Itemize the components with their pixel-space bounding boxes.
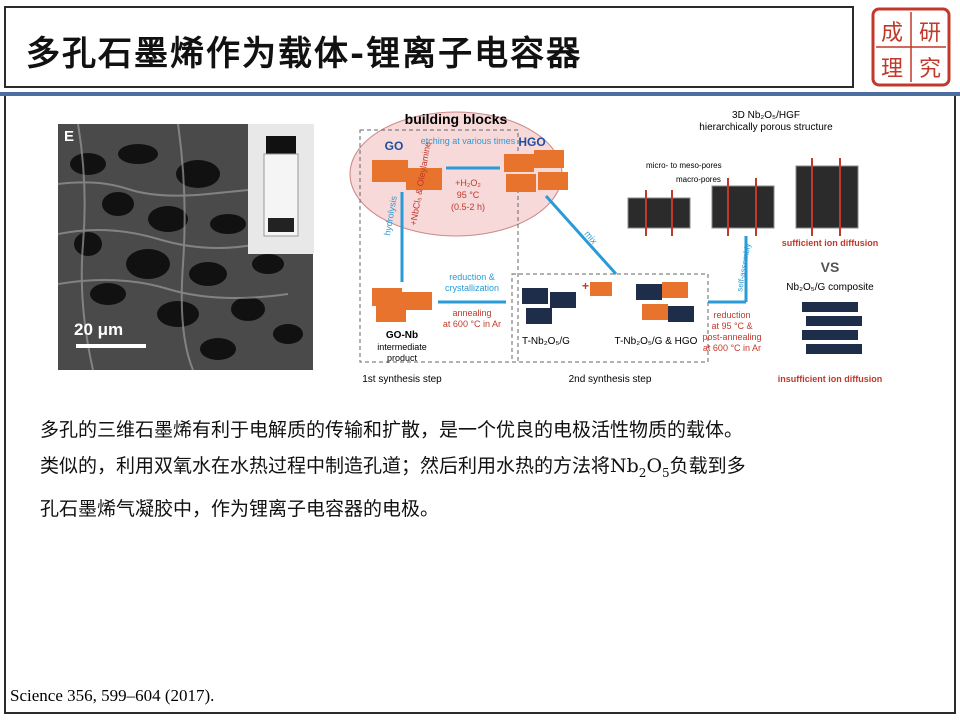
hgo-small xyxy=(590,282,612,296)
building-blocks-label: building blocks xyxy=(405,111,508,127)
composite-label: Nb₂O₅/G composite xyxy=(786,282,874,293)
composite-stack xyxy=(802,302,862,354)
go-sheet-1 xyxy=(372,160,408,182)
h2o2-label: +H₂O₂ xyxy=(455,178,481,188)
svg-text:理: 理 xyxy=(881,57,903,82)
body-line-1: 多孔的三维石墨烯有利于电解质的传输和扩散，是一个优良的电极活性物质的载体。 xyxy=(40,419,744,441)
svg-text:究: 究 xyxy=(919,57,941,82)
hgf-label: 3D Nb₂O₅/HGF xyxy=(732,110,800,121)
reduction-label: reduction & xyxy=(449,272,495,282)
mix-arrow xyxy=(544,194,618,276)
mixed-sheets xyxy=(636,282,694,322)
body-line-3: 孔石墨烯气凝胶中，作为锂离子电容器的电极。 xyxy=(40,497,440,520)
mix-label: mix xyxy=(582,229,599,247)
hgo-sheets xyxy=(504,150,568,192)
body-line-2: 类似的，利用双氧水在水热过程中制造孔道；然后利用水热的方法将Nb2O5负载到多 xyxy=(40,455,746,480)
annealing2-label: at 600 °C in Ar xyxy=(443,319,501,329)
title-bar: 多孔石墨烯作为载体-锂离子电容器 成 研 理 究 xyxy=(0,0,960,94)
citation: Science 356, 599–604 (2017). xyxy=(10,686,215,705)
go-nb-label: GO-Nb xyxy=(386,330,418,341)
vs-label: VS xyxy=(821,259,840,275)
ion-arrows xyxy=(645,158,841,236)
self-assembly-label: self-assembly xyxy=(735,243,752,293)
panel-label: E xyxy=(64,128,75,145)
scale-bar-label: 20 μm xyxy=(74,320,124,339)
title-underline xyxy=(0,92,960,96)
slide-title: 多孔石墨烯作为载体-锂离子电容器 xyxy=(26,34,583,74)
svg-text:研: 研 xyxy=(919,21,941,46)
insufficient-label: insufficient ion diffusion xyxy=(778,374,883,384)
step1-box xyxy=(359,129,519,363)
hgf-blocks xyxy=(627,165,859,229)
go-label: GO xyxy=(385,139,404,153)
annealing-label: annealing xyxy=(452,308,491,318)
vial-photo xyxy=(248,124,314,254)
t-nb-label: T-Nb₂O₅/G xyxy=(522,336,570,347)
time1-label: (0.5-2 h) xyxy=(451,202,485,212)
reduction2-label: reduction xyxy=(713,310,750,320)
product-label: product xyxy=(387,353,418,363)
hgo-label: HGO xyxy=(518,135,545,149)
go-sheet-2 xyxy=(406,168,442,190)
svg-text:+: + xyxy=(582,279,589,293)
seal-logo: 成 研 理 究 xyxy=(871,7,951,87)
t-nb-sheets xyxy=(522,288,576,324)
body-text: 多孔的三维石墨烯有利于电解质的传输和扩散，是一个优良的电极活性物质的载体。 类似… xyxy=(40,412,920,527)
step1-label: 1st synthesis step xyxy=(362,374,442,385)
sufficient-label: sufficient ion diffusion xyxy=(782,238,879,248)
post2-label: at 600 °C in Ar xyxy=(703,343,761,353)
t-nb-hgo-label: T-Nb₂O₅/G & HGO xyxy=(615,336,698,347)
svg-text:成: 成 xyxy=(881,21,903,46)
step2-box xyxy=(511,273,709,363)
micro-label: micro- to meso-pores xyxy=(646,161,722,170)
go-nb-sheets xyxy=(372,288,432,322)
macro-label: macro-pores xyxy=(676,175,721,184)
scale-bar xyxy=(76,344,146,348)
step2-label: 2nd synthesis step xyxy=(569,374,652,385)
reduction2b-label: at 95 °C & xyxy=(711,321,752,331)
hier-label: hierarchically porous structure xyxy=(699,122,833,133)
crystallization-label: crystallization xyxy=(445,283,499,293)
temp1-label: 95 °C xyxy=(457,190,480,200)
intermediate-label: intermediate xyxy=(377,342,427,352)
synthesis-diagram: building blocks GO HGO etching at variou… xyxy=(349,110,883,385)
content-frame xyxy=(4,96,956,714)
title-frame: 多孔石墨烯作为载体-锂离子电容器 xyxy=(4,6,854,88)
post-label: post-annealing xyxy=(702,332,761,342)
etching-label: etching at various times xyxy=(421,136,516,146)
